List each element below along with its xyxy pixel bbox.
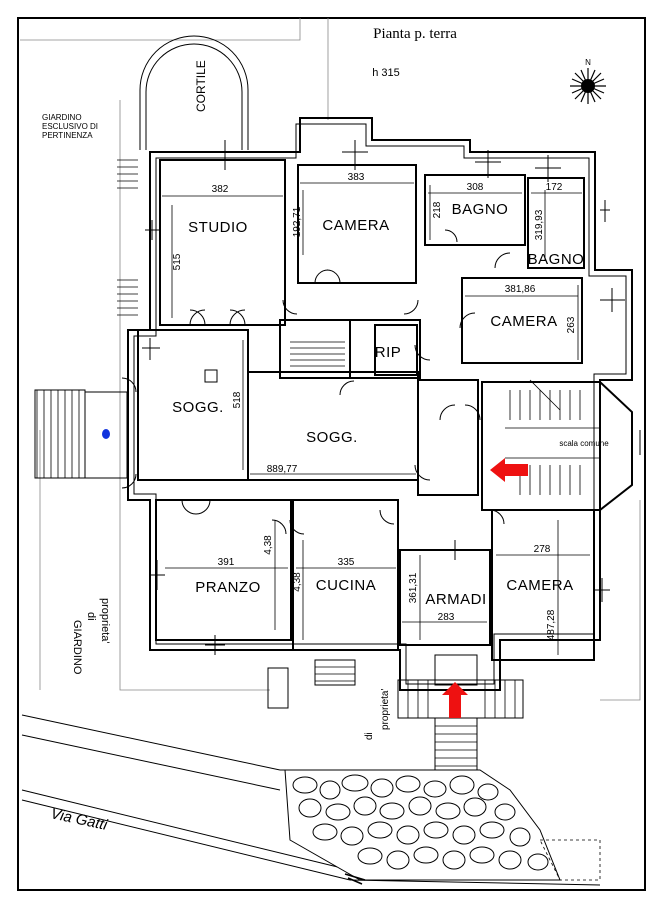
window-marks: [142, 140, 641, 655]
room-bagno-top: BAGNO: [452, 201, 509, 218]
room-studio: STUDIO: [188, 219, 248, 236]
building-walls: [127, 117, 633, 691]
room-cucina: CUCINA: [316, 577, 377, 594]
di-proprieta-label: di proprieta': [364, 689, 391, 740]
kitchen-steps: [267, 659, 356, 709]
dim-bagno-top-width: 308: [467, 182, 484, 193]
svg-text:GIARDINO: GIARDINO: [71, 620, 83, 675]
stone-garden: [284, 769, 601, 881]
room-sogg-right: SOGG.: [306, 429, 358, 446]
svg-text:ESCLUSIVO DI: ESCLUSIVO DI: [42, 122, 98, 131]
north-arrow-icon: N: [570, 58, 606, 104]
dim-camera-bottom-height: 487,28: [546, 609, 557, 640]
cortile-arch: [139, 35, 249, 150]
dim-sogg-height: 518: [232, 391, 243, 408]
entrance-arrow-icon: [442, 458, 528, 718]
room-bagno-right: BAGNO: [528, 251, 585, 268]
dim-cucina-width: 335: [338, 557, 355, 568]
column-marker: [204, 369, 218, 383]
blue-marker: [102, 429, 110, 439]
dim-camera-right-height: 263: [566, 316, 577, 333]
svg-text:PERTINENZA: PERTINENZA: [42, 131, 93, 140]
street-hatch: [344, 873, 366, 885]
dim-bagno-right-height: 319,93: [534, 209, 545, 240]
room-sogg-left: SOGG.: [172, 399, 224, 416]
room-pranzo: PRANZO: [195, 579, 261, 596]
door-swings: [121, 229, 511, 535]
svg-text:proprieta': proprieta': [380, 689, 391, 730]
room-camera-top: CAMERA: [322, 217, 389, 234]
scala-comune-label: scala comune: [559, 439, 609, 448]
giardino-proprieta-label: GIARDINO di proprieta': [71, 598, 111, 675]
room-camera-bottom: CAMERA: [506, 577, 573, 594]
dim-pranzo-height: 4,38: [263, 535, 274, 555]
dim-studio-width: 382: [212, 184, 229, 195]
dim-cucina-height: 4,38: [292, 572, 303, 592]
room-rip: RIP: [375, 344, 402, 361]
dim-bagno-right-width: 172: [546, 182, 563, 193]
height-label: h 315: [372, 67, 400, 79]
dim-camera-right-width: 381,86: [505, 284, 536, 295]
dim-sogg-width: 889,77: [267, 464, 298, 475]
dim-bagno-top-height: 218: [432, 201, 443, 218]
svg-text:di: di: [85, 612, 97, 621]
dim-camera-bottom-width: 278: [534, 544, 551, 555]
dim-studio-height: 515: [172, 253, 183, 270]
room-camera-right: CAMERA: [490, 313, 557, 330]
room-armadi: ARMADI: [425, 591, 486, 608]
plan-title: Pianta p. terra: [373, 26, 457, 42]
dim-camera-top-width: 383: [348, 172, 365, 183]
dimension-lines: [162, 182, 590, 655]
svg-text:proprieta': proprieta': [99, 598, 111, 644]
internal-stairs: [290, 341, 345, 367]
dim-armadi-height: 361,31: [408, 572, 419, 603]
dim-camera-top-height: 192,71: [292, 206, 303, 237]
cortile-label: CORTILE: [194, 60, 208, 112]
svg-text:GIARDINO: GIARDINO: [42, 113, 82, 122]
common-stairs: [505, 379, 600, 495]
sheet-border: [17, 17, 646, 891]
garden-steps: [117, 159, 138, 316]
svg-text:N: N: [585, 58, 591, 67]
property-boundaries: [20, 18, 641, 701]
giardino-esclusivo-label: GIARDINO ESCLUSIVO DI PERTINENZA: [42, 113, 98, 140]
svg-text:di: di: [364, 732, 375, 740]
dim-pranzo-width: 391: [218, 557, 235, 568]
dim-armadi-width: 283: [438, 612, 455, 623]
